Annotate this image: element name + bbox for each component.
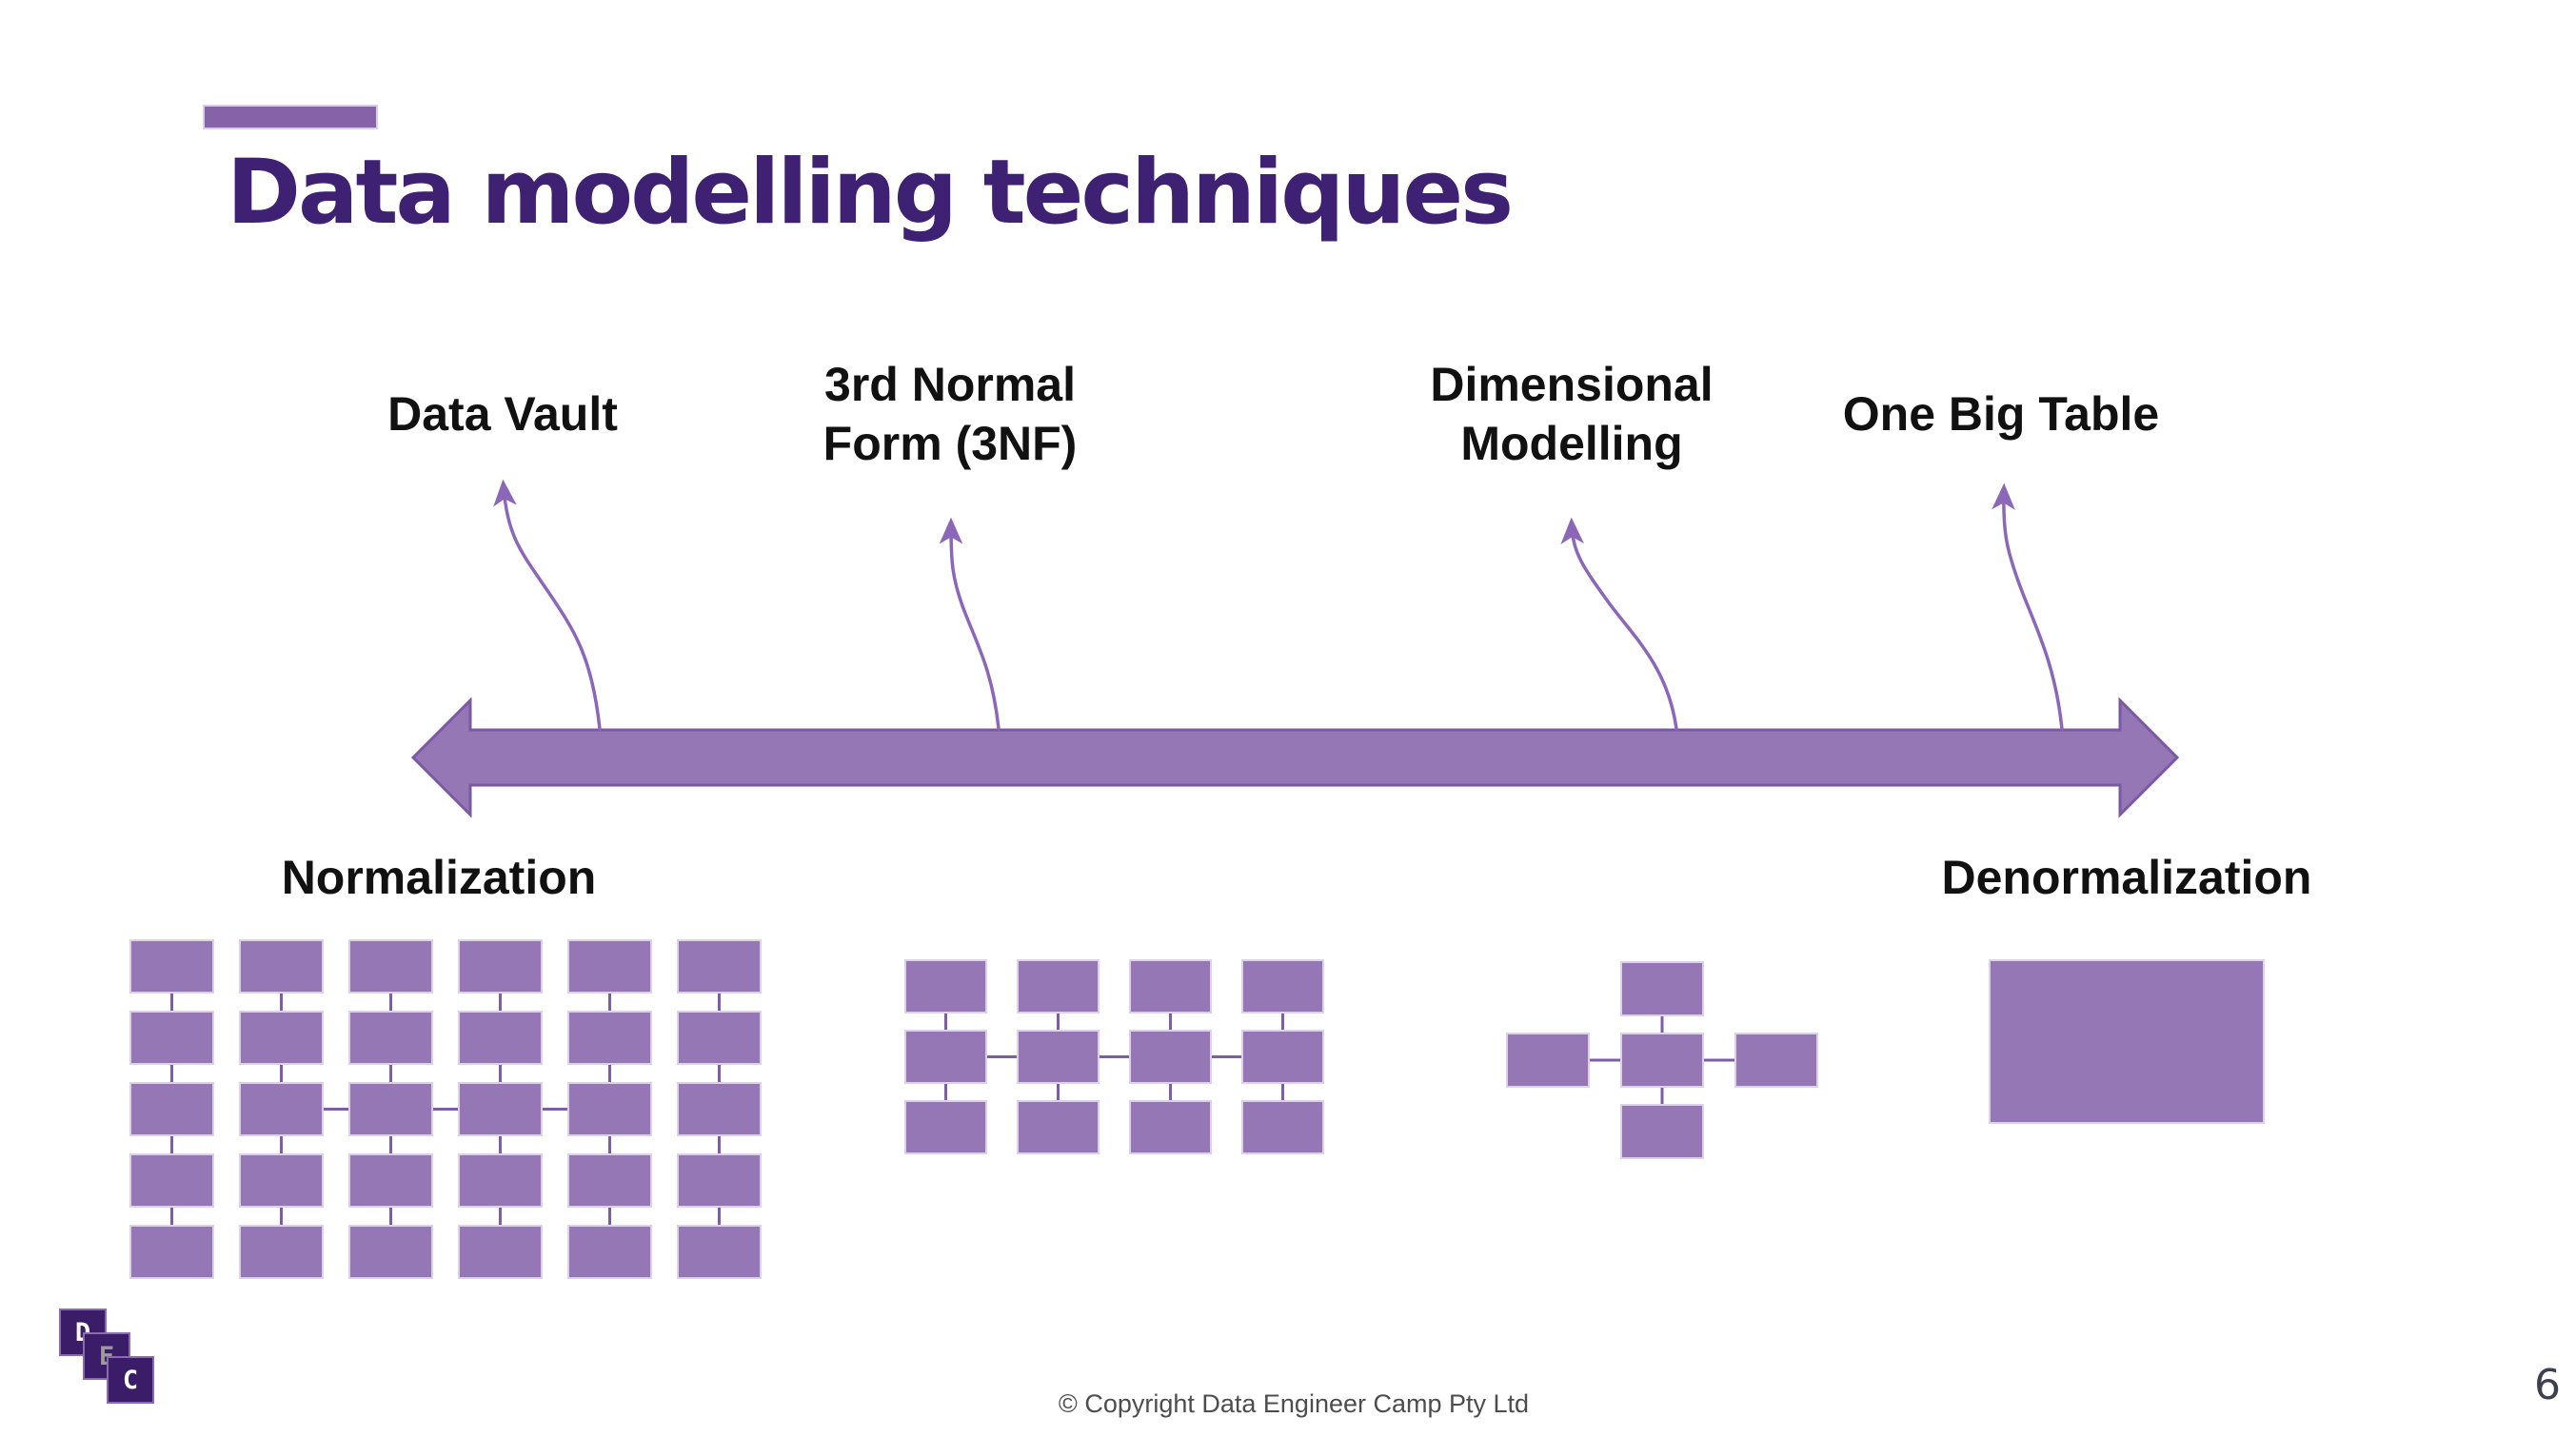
normalization-spectrum-double-arrow <box>410 697 2180 818</box>
table-box <box>239 939 324 994</box>
table-box <box>567 1011 652 1065</box>
table-box <box>239 1225 324 1279</box>
table-box <box>348 939 433 994</box>
table-box <box>1241 1030 1324 1084</box>
diagram-star-schema <box>1506 961 1818 1159</box>
curved-arrow-data-vault-icon <box>493 479 602 731</box>
copyright-text: © Copyright Data Engineer Camp Pty Ltd <box>1058 1389 1530 1418</box>
table-box <box>1989 959 2265 1124</box>
table-box <box>239 1082 324 1136</box>
table-box <box>1241 1100 1324 1154</box>
table-box <box>904 1100 987 1154</box>
diagram-one-big-table <box>1989 959 2265 1124</box>
table-box <box>1506 1033 1590 1088</box>
table-box <box>129 1011 214 1065</box>
logo-letter-c: C <box>122 1365 139 1395</box>
logo-square-c: C <box>107 1356 154 1404</box>
title-accent-bar <box>203 105 378 129</box>
table-box <box>348 1153 433 1208</box>
diagram-normalization-erd <box>129 939 762 1279</box>
table-box <box>129 939 214 994</box>
table-box <box>1129 1100 1212 1154</box>
table-box <box>129 1153 214 1208</box>
table-box <box>1017 1100 1100 1154</box>
table-box <box>567 1153 652 1208</box>
table-box <box>1129 959 1212 1014</box>
table-box <box>129 1225 214 1279</box>
table-box <box>1620 1033 1704 1088</box>
table-box <box>1241 959 1324 1014</box>
table-box <box>677 1082 762 1136</box>
page-title: Data modelling techniques <box>227 141 1514 245</box>
table-box <box>677 1225 762 1279</box>
table-box <box>458 1153 543 1208</box>
table-box <box>1129 1030 1212 1084</box>
table-box <box>1734 1033 1818 1088</box>
normalization-label: Normalization <box>281 851 597 904</box>
table-box <box>239 1153 324 1208</box>
curved-arrow-one-big-table-icon <box>1991 482 2064 731</box>
curved-arrow-dimensional-icon <box>1560 517 1678 731</box>
table-box <box>677 1153 762 1208</box>
denormalization-label: Denormalization <box>1941 851 2312 904</box>
table-diagrams <box>129 939 2265 1279</box>
table-box <box>458 939 543 994</box>
diagram-third-normal-form-erd <box>904 959 1324 1154</box>
table-box <box>348 1011 433 1065</box>
table-box <box>239 1011 324 1065</box>
technique-label-one-big-table: One Big Table <box>1842 387 2160 441</box>
table-box <box>677 1011 762 1065</box>
table-box <box>904 959 987 1014</box>
technique-label-dimensional-modelling: Dimensional Modelling <box>1430 358 1714 470</box>
page-number: 6 <box>2534 1361 2561 1409</box>
technique-label-data-vault: Data Vault <box>387 387 618 441</box>
table-box <box>458 1225 543 1279</box>
table-box <box>458 1082 543 1136</box>
table-box <box>567 939 652 994</box>
table-box <box>129 1082 214 1136</box>
table-box <box>458 1011 543 1065</box>
table-box <box>348 1225 433 1279</box>
table-box <box>567 1225 652 1279</box>
table-box <box>1017 959 1100 1014</box>
table-box <box>677 939 762 994</box>
table-box <box>1017 1030 1100 1084</box>
curved-arrow-3nf-icon <box>939 517 1001 731</box>
table-box <box>1620 1104 1704 1159</box>
table-box <box>348 1082 433 1136</box>
table-box <box>1620 961 1704 1016</box>
table-box <box>567 1082 652 1136</box>
table-box <box>904 1030 987 1084</box>
technique-label-3nf: 3rd Normal Form (3NF) <box>822 358 1078 470</box>
